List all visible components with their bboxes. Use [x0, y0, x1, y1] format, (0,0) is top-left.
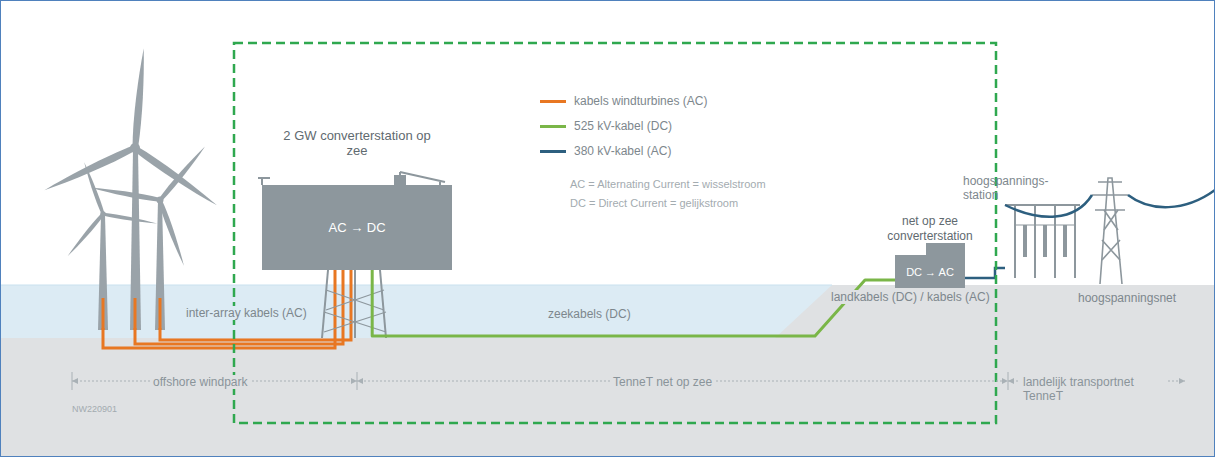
legend-row: kabels windturbines (AC): [540, 94, 707, 108]
legend-row: 525 kV-kabel (DC): [540, 119, 672, 133]
text-label: zeekabels (DC): [545, 307, 634, 321]
dc-sea-cable: [372, 270, 895, 336]
legend-swatch: [540, 150, 566, 153]
text-label: landelijk transportnet TenneT: [1020, 375, 1166, 404]
sea: [0, 285, 832, 338]
text-label: offshore windpark: [150, 375, 251, 389]
legend-text: 380 kV-kabel (AC): [574, 144, 671, 158]
text-label: hoogspannings- station: [963, 174, 1055, 203]
pylon: [1092, 178, 1128, 284]
dimension-lines: [72, 372, 1185, 390]
text-label: NW220901: [72, 404, 117, 415]
converter-roof: [926, 243, 965, 255]
platform-jacket: [322, 270, 386, 338]
legend-text: kabels windturbines (AC): [574, 94, 707, 108]
ground: [0, 285, 1215, 457]
offshore-converter: 2 GW converterstation op zeeAC → DC: [262, 185, 452, 270]
legend-swatch: [540, 125, 566, 128]
text-label: AC = Alternating Current = wisselstroom: [570, 178, 766, 191]
scope-boundary: [234, 43, 996, 423]
wind-turbines: [43, 48, 219, 330]
text-label: landkabels (DC) / kabels (AC): [828, 290, 993, 304]
legend-row: 380 kV-kabel (AC): [540, 144, 671, 158]
legend-text: 525 kV-kabel (DC): [574, 119, 672, 133]
station-heading: 2 GW converterstation op zee: [280, 128, 435, 159]
inter-array-cables: [103, 270, 351, 348]
sea-surface: [0, 285, 832, 286]
text-label: inter-array kabels (AC): [183, 306, 310, 320]
text-label: DC = Direct Current = gelijkstroom: [570, 197, 738, 210]
legend-swatch: [540, 100, 566, 103]
conversion-label: AC → DC: [328, 220, 385, 235]
conversion-label: DC → AC: [906, 266, 954, 278]
onshore-converter: net op zee converterstationDC → AC: [895, 255, 965, 288]
station-heading: net op zee converterstation: [880, 214, 980, 243]
text-label: TenneT net op zee: [610, 375, 715, 389]
text-label: hoogspanningsnet: [1075, 291, 1179, 305]
ac-cables: [965, 190, 1215, 278]
